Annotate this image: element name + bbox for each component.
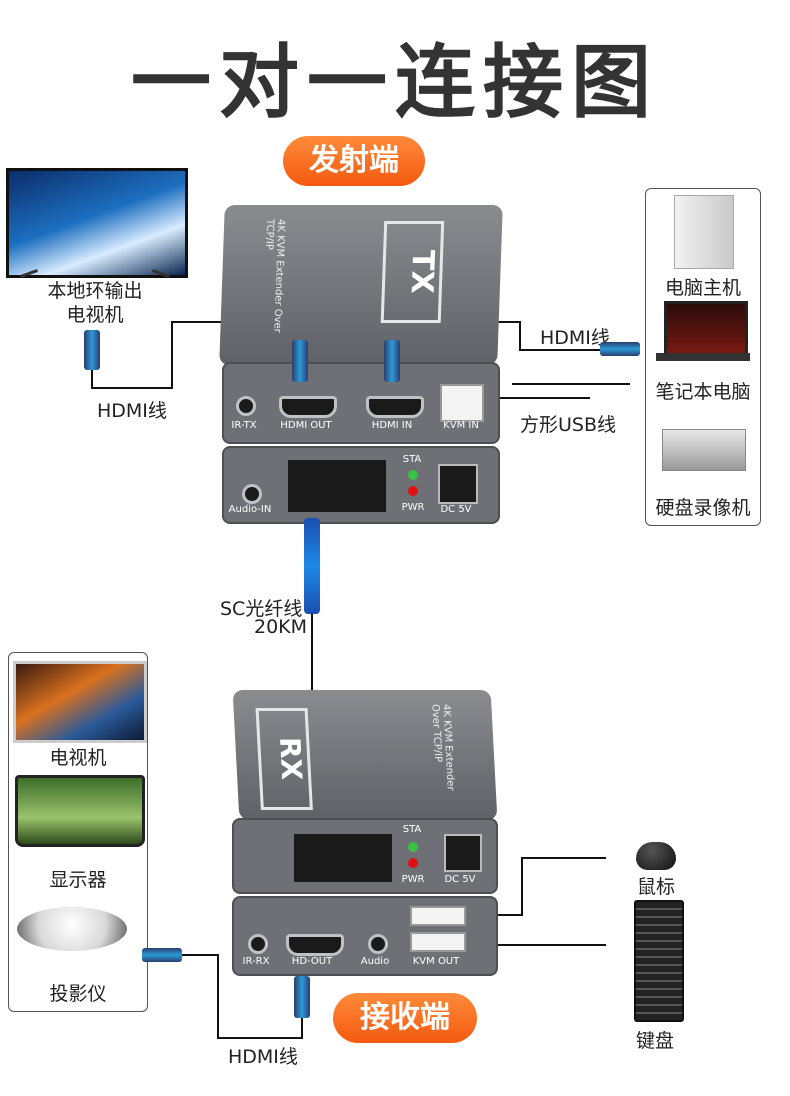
- tx-badge: 发射端: [283, 136, 425, 186]
- port-label: STA: [402, 454, 422, 465]
- port-label: HDMI OUT: [280, 420, 332, 431]
- hdmi-cable-label-right: HDMI线: [540, 327, 610, 349]
- sc-fiber-port: [288, 460, 386, 512]
- laptop-label: 笔记本电脑: [655, 381, 751, 403]
- usb-port: [410, 906, 466, 926]
- hdmi-plug-icon: [292, 340, 308, 382]
- tx-back-panel: Audio-IN STA PWR DC 5V: [222, 446, 500, 524]
- port-label: PWR: [401, 874, 425, 885]
- monitor-label: 显示器: [49, 869, 107, 891]
- keyboard-label: 键盘: [636, 1030, 675, 1052]
- tv-icon: [13, 661, 147, 743]
- monitor-icon: [15, 775, 145, 847]
- pc-tower-icon: [674, 195, 734, 269]
- tx-unit-top: TX 4K KVM Extender Over TCP/IP: [219, 205, 503, 365]
- hdmi-plug-icon: [384, 340, 400, 382]
- port-label: STA: [402, 824, 422, 835]
- hdmi-cable-label-bottom: HDMI线: [228, 1046, 298, 1068]
- port-label: HD-OUT: [291, 956, 333, 967]
- hdmi-out-port: [286, 934, 344, 956]
- rx-badge: 接收端: [333, 993, 477, 1043]
- sources-box: 电脑主机 笔记本电脑 硬盘录像机: [645, 188, 761, 526]
- tv-local-label-1: 本地环输出: [47, 280, 143, 302]
- hdmi-out-port: [279, 396, 337, 418]
- rx-unit-top: RX 4K KVM Extender Over TCP/IP: [232, 690, 498, 820]
- pwr-led: [408, 486, 418, 496]
- hdmi-plug-icon: [142, 948, 182, 962]
- tx-front-panel: IR-TX HDMI OUT HDMI IN KVM IN: [222, 362, 500, 444]
- port-label: IR-TX: [231, 420, 257, 431]
- pc-label: 电脑主机: [664, 277, 741, 299]
- audio-in-port: [242, 484, 262, 504]
- audio-port: [368, 934, 388, 954]
- dc-port: [438, 464, 478, 504]
- fiber-connector-icon: [304, 518, 320, 614]
- laptop-icon: [664, 301, 748, 357]
- port-label: Audio: [360, 956, 390, 967]
- rx-brand: RX: [255, 708, 313, 810]
- tv-image: [6, 168, 188, 278]
- tv-local-label-2: 电视机: [66, 304, 124, 326]
- dc-port: [444, 834, 482, 872]
- ir-port: [236, 396, 256, 416]
- dvr-icon: [662, 429, 746, 471]
- laptop-base: [656, 353, 750, 361]
- usb-cable-label: 方形USB线: [520, 414, 617, 436]
- usb-port: [410, 932, 466, 952]
- port-label: HDMI IN: [371, 420, 413, 431]
- hdmi-plug-icon: [600, 342, 640, 356]
- sta-led: [408, 470, 418, 480]
- pwr-led: [408, 858, 418, 868]
- port-label: DC 5V: [440, 504, 472, 515]
- projector-icon: [17, 907, 127, 951]
- port-label: PWR: [401, 502, 425, 513]
- sc-fiber-port: [294, 834, 392, 882]
- tv-label: 电视机: [49, 747, 107, 769]
- projector-label: 投影仪: [49, 983, 107, 1005]
- port-label: DC 5V: [444, 874, 476, 885]
- ir-port: [248, 934, 268, 954]
- hdmi-plug-icon: [84, 330, 100, 370]
- rx-front-panel: IR-RX HD-OUT Audio KVM OUT: [232, 896, 498, 976]
- port-label: KVM IN: [443, 420, 479, 431]
- mouse-label: 鼠标: [637, 876, 676, 898]
- hdmi-cable-label-left: HDMI线: [97, 400, 167, 422]
- port-label: KVM OUT: [412, 956, 460, 967]
- displays-box: 电视机 显示器 投影仪: [8, 652, 148, 1012]
- tx-brand: TX: [380, 221, 445, 323]
- sta-led: [408, 842, 418, 852]
- rx-top-text: 4K KVM Extender Over TCP/IP: [429, 704, 456, 791]
- hdmi-plug-icon: [294, 976, 310, 1018]
- fiber-label-2: 20KM: [254, 616, 308, 638]
- page-title: 一对一连接图: [131, 36, 659, 129]
- tx-top-text: 4K KVM Extender Over TCP/IP: [263, 219, 287, 333]
- rx-back-panel: STA PWR DC 5V: [232, 818, 498, 894]
- port-label: Audio-IN: [228, 504, 272, 515]
- mouse-icon: [636, 842, 676, 870]
- keyboard-icon: [634, 900, 684, 1022]
- port-label: IR-RX: [242, 956, 270, 967]
- kvm-in-port: [440, 384, 484, 422]
- hdmi-in-port: [366, 396, 424, 418]
- dvr-label: 硬盘录像机: [655, 497, 751, 519]
- fiber-label-1: SC光纤线: [220, 598, 303, 620]
